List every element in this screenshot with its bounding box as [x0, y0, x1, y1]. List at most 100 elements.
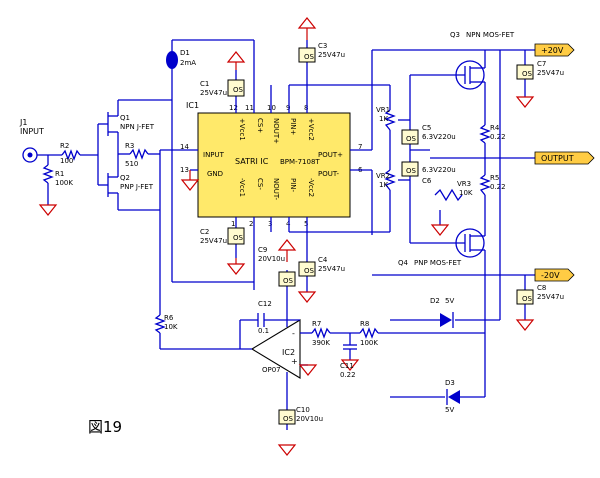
- input-wiring: [37, 124, 99, 205]
- pin-number: 14: [180, 143, 189, 151]
- c9-capacitor: OS: [277, 239, 297, 287]
- q4-ref: Q4: [398, 259, 409, 267]
- ic1-body: IC1 SATRI IC BPM-7108T INPUT GND POUT+ P…: [180, 101, 363, 228]
- q4-type: PNP MOS-FET: [414, 259, 462, 267]
- ic1-part: BPM-7108T: [280, 158, 320, 166]
- negative-rail: -20V: [372, 268, 575, 282]
- cap-os-mark: OS: [283, 415, 294, 423]
- vr1-value: 1K: [379, 115, 388, 123]
- r7-ref: R7: [312, 320, 321, 328]
- c11-value: 0.22: [340, 371, 356, 379]
- q3-mosfet: [440, 50, 486, 125]
- c8-capacitor: OS: [515, 275, 535, 331]
- output-node: OUTPUT: [485, 151, 595, 165]
- c6-value: 6.3V220u: [422, 166, 456, 174]
- c4-ref: C4: [318, 256, 328, 264]
- figure-label: 図19: [88, 418, 122, 436]
- q1-ref: Q1: [120, 114, 130, 122]
- ic1-pin-noutp-label: NOUT+: [272, 118, 280, 144]
- ic1-pin-pinn-label: PIN-: [289, 178, 297, 193]
- q3-ref: Q3: [450, 31, 460, 39]
- c8-ref: C8: [537, 284, 546, 292]
- ic2-opamp: IC2 OP07 - +: [250, 319, 301, 379]
- r3-value: 510: [125, 160, 138, 168]
- opamp-minus: -: [292, 329, 295, 338]
- output-label: OUTPUT: [541, 154, 574, 163]
- d3-value: 5V: [445, 406, 454, 414]
- pin-number: 7: [358, 143, 362, 151]
- pin-number: 9: [286, 104, 290, 112]
- vr2-value: 1K: [379, 181, 388, 189]
- c10-ref: C10: [296, 406, 310, 414]
- c11-ref: C11: [340, 362, 354, 370]
- cap-os-mark: OS: [406, 135, 417, 143]
- pin-number: 3: [268, 220, 272, 228]
- c9-value: 20V10u: [258, 255, 285, 263]
- ic1-designator: IC1: [186, 101, 199, 110]
- cap-os-mark: OS: [406, 167, 417, 175]
- c9-ref: C9: [258, 246, 267, 254]
- q2-ref: Q2: [120, 174, 130, 182]
- opamp-plus: +: [291, 357, 298, 366]
- ic2-part: OP07: [262, 366, 281, 374]
- c1-value: 25V47u: [200, 89, 227, 97]
- c6-ref: C6: [422, 177, 432, 185]
- r4-value: 0.22: [490, 133, 506, 141]
- c10-value: 20V10u: [296, 415, 323, 423]
- cap-os-mark: OS: [522, 70, 533, 78]
- pin-number: 1: [231, 220, 235, 228]
- q1-type: NPN J-FET: [120, 123, 155, 131]
- c3-ref: C3: [318, 42, 327, 50]
- c1-capacitor: OS: [226, 51, 246, 98]
- d3-ref: D3: [445, 379, 455, 387]
- c8-value: 25V47u: [537, 293, 564, 301]
- q2-jfet: [98, 160, 119, 210]
- q2-type: PNP J-FET: [120, 183, 154, 191]
- r7-value: 390K: [312, 339, 330, 347]
- c5-value: 6.3V220u: [422, 133, 456, 141]
- c12-value: 0.1: [258, 327, 269, 335]
- c2-value: 25V47u: [200, 237, 227, 245]
- input-designator: J1: [19, 118, 27, 127]
- ground-symbol: [340, 359, 360, 371]
- ic1-pin-vcc1p-label: +Vcc1: [238, 118, 246, 141]
- ground-symbol: [430, 224, 450, 236]
- r4-ref: R4: [490, 124, 500, 132]
- ground-symbol: [38, 204, 58, 216]
- ic1-pin-vcc1n-label: -Vcc1: [238, 178, 246, 197]
- pin-number: 11: [245, 104, 254, 112]
- pin-number: 2: [249, 220, 253, 228]
- cap-os-mark: OS: [304, 267, 315, 275]
- cap-os-mark: OS: [304, 53, 315, 61]
- pin-number: 5: [304, 220, 308, 228]
- input-label: INPUT: [20, 127, 44, 136]
- c7-capacitor: OS: [515, 50, 535, 108]
- cap-os-mark: OS: [283, 277, 294, 285]
- q3-type: NPN MOS-FET: [466, 31, 515, 39]
- r1-ref: R1: [55, 170, 64, 178]
- q1-jfet: [98, 100, 119, 148]
- c6-capacitor: OS: [401, 161, 419, 177]
- r3-ref: R3: [125, 142, 134, 150]
- r4-r5-resistors: [479, 124, 491, 196]
- ground-symbol: [298, 364, 318, 376]
- pin-number: 8: [304, 104, 308, 112]
- ic1-pin-vcc2p-label: +Vcc2: [307, 118, 315, 141]
- r5-ref: R5: [490, 174, 499, 182]
- cap-os-mark: OS: [522, 295, 533, 303]
- c1-ref: C1: [200, 80, 209, 88]
- ic1-pin-input-label: INPUT: [203, 151, 225, 159]
- d1-ref: D1: [180, 49, 190, 57]
- d2-value: 5V: [445, 297, 454, 305]
- r5-value: 0.22: [490, 183, 506, 191]
- r2-value: 100: [60, 157, 73, 165]
- ic1-pin-poutn-label: POUT-: [318, 170, 339, 178]
- c12-ref: C12: [258, 300, 272, 308]
- r1-value: 100K: [55, 179, 73, 187]
- ic1-pin-poutp-label: POUT+: [318, 151, 343, 159]
- d3-zener: [446, 389, 460, 405]
- ic1-pin-csp-label: CS+: [256, 118, 264, 133]
- c7-ref: C7: [537, 60, 546, 68]
- d2-zener: [440, 312, 454, 328]
